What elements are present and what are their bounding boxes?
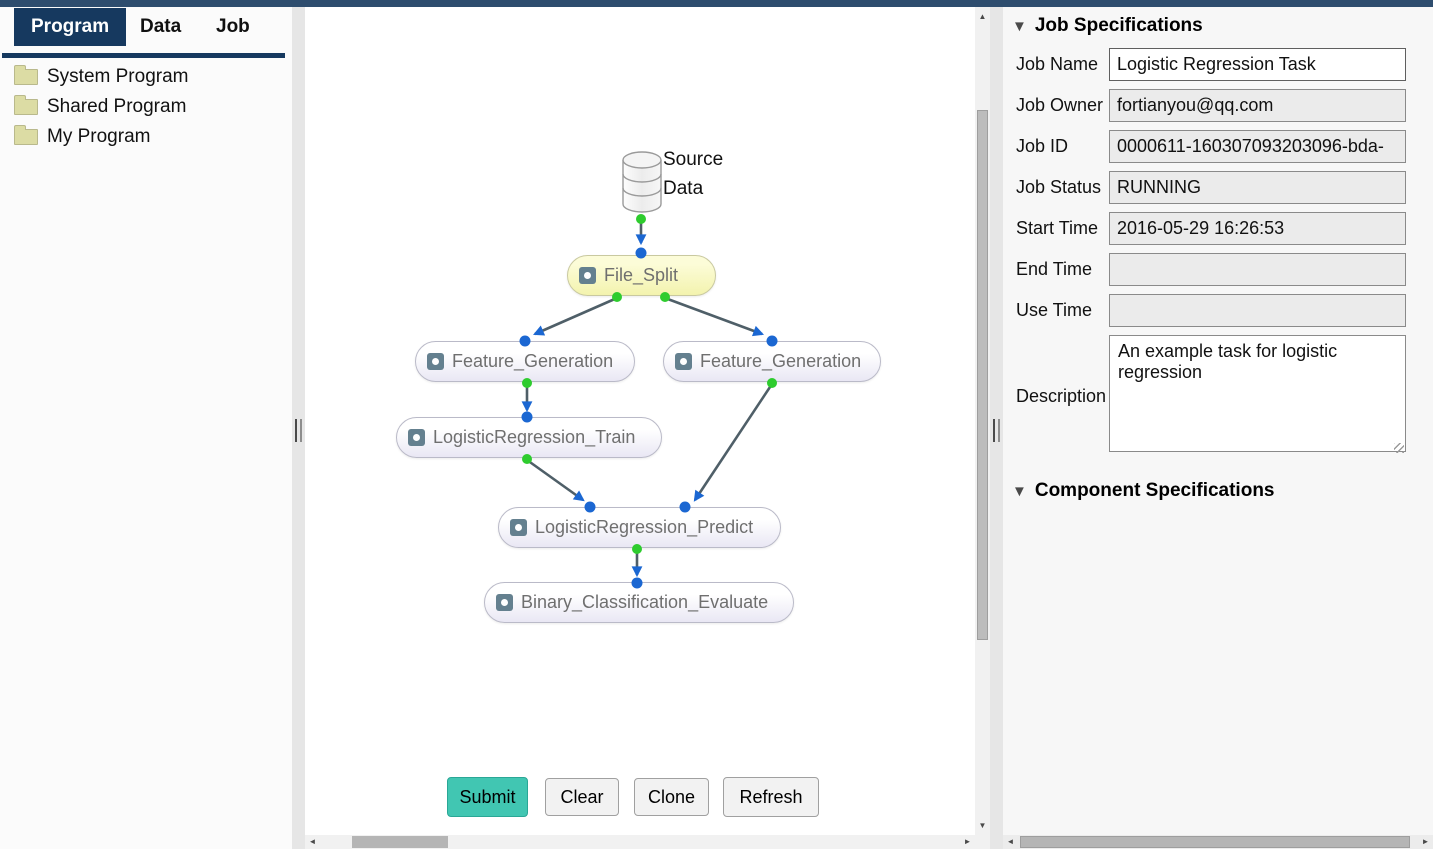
resize-handle-icon[interactable]: [1394, 443, 1404, 453]
folder-icon: [14, 125, 38, 145]
scroll-left-icon[interactable]: ◄: [1006, 837, 1015, 846]
job-id-row: Job ID: [1003, 130, 1433, 163]
tab-program[interactable]: Program: [14, 8, 127, 46]
sidebar-item-shared-program[interactable]: Shared Program: [14, 94, 186, 120]
edge: [526, 458, 585, 502]
job-specifications-header: ▼ Job Specifications: [1003, 13, 1433, 39]
tab-job[interactable]: Job: [216, 16, 250, 37]
job-specifications-panel: ▼ Job Specifications Job Name Job Owner …: [1003, 7, 1433, 835]
refresh-button[interactable]: Refresh: [723, 777, 819, 817]
horizontal-scrollbar-thumb[interactable]: [1020, 836, 1410, 848]
node-logistic-regression-predict[interactable]: LogisticRegression_Predict: [498, 507, 781, 548]
workflow-canvas[interactable]: Source Data File_Split Feature_Generatio…: [305, 7, 975, 835]
edge: [693, 383, 774, 502]
sidebar-item-my-program[interactable]: My Program: [14, 124, 150, 150]
sidebar-tabbar: Program Data Job: [0, 7, 292, 46]
start-time-label: Start Time: [1016, 218, 1099, 238]
component-icon: [579, 267, 596, 284]
component-icon: [408, 429, 425, 446]
vertical-scrollbar-thumb[interactable]: [977, 110, 988, 640]
use-time-label: Use Time: [1016, 300, 1093, 320]
horizontal-scrollbar-thumb[interactable]: [352, 836, 448, 848]
scroll-up-icon[interactable]: ▲: [978, 12, 987, 21]
component-icon: [496, 594, 513, 611]
edge: [664, 296, 765, 337]
canvas-vertical-scrollbar[interactable]: ▲ ▼: [975, 7, 990, 835]
job-owner-field: [1109, 89, 1406, 122]
node-logistic-regression-train[interactable]: LogisticRegression_Train: [396, 417, 662, 458]
folder-label: System Program: [47, 66, 189, 87]
node-label: LogisticRegression_Train: [433, 427, 636, 447]
scroll-right-icon[interactable]: ►: [963, 837, 972, 846]
collapse-triangle-icon[interactable]: ▼: [1012, 17, 1027, 35]
folder-icon: [14, 65, 38, 85]
tab-data[interactable]: Data: [140, 16, 182, 37]
top-navy-strip: [0, 0, 1433, 7]
node-binary-classification-evaluate[interactable]: Binary_Classification_Evaluate: [484, 582, 794, 623]
end-time-row: End Time: [1003, 253, 1433, 286]
section-title: Job Specifications: [1034, 15, 1203, 36]
submit-button[interactable]: Submit: [447, 777, 528, 817]
start-time-field: [1109, 212, 1406, 245]
section-title: Component Specifications: [1034, 480, 1275, 501]
end-time-label: End Time: [1016, 259, 1093, 279]
job-name-label: Job Name: [1016, 54, 1099, 74]
node-feature-generation-right[interactable]: Feature_Generation: [663, 341, 881, 382]
sidebar-item-system-program[interactable]: System Program: [14, 64, 188, 90]
node-label: Feature_Generation: [700, 351, 862, 371]
collapse-triangle-icon[interactable]: ▼: [1012, 482, 1027, 500]
scroll-down-icon[interactable]: ▼: [978, 821, 987, 830]
sidebar: Program Data Job System Program Shared P…: [0, 7, 292, 849]
panel-horizontal-scrollbar[interactable]: ◄ ►: [1003, 835, 1433, 849]
job-id-label: Job ID: [1016, 136, 1069, 156]
edge: [533, 296, 618, 336]
use-time-row: Use Time: [1003, 294, 1433, 327]
end-time-field: [1109, 253, 1406, 286]
job-status-row: Job Status: [1003, 171, 1433, 204]
node-file-split[interactable]: File_Split: [567, 255, 716, 296]
job-status-field: [1109, 171, 1406, 204]
description-textarea[interactable]: An example task for logistic regression: [1109, 335, 1406, 452]
folder-icon: [14, 95, 38, 115]
scroll-right-icon[interactable]: ►: [1421, 837, 1430, 846]
node-label: Binary_Classification_Evaluate: [521, 592, 769, 612]
folder-label: My Program: [47, 126, 151, 147]
splitter-grip-icon[interactable]: [993, 419, 1000, 442]
job-owner-label: Job Owner: [1016, 95, 1104, 115]
node-label: Feature_Generation: [452, 351, 614, 371]
component-icon: [427, 353, 444, 370]
canvas-horizontal-scrollbar[interactable]: ◄ ►: [305, 835, 975, 849]
job-id-field: [1109, 130, 1406, 163]
folder-label: Shared Program: [47, 96, 187, 117]
component-icon: [675, 353, 692, 370]
use-time-field: [1109, 294, 1406, 327]
job-name-input[interactable]: [1109, 48, 1406, 81]
source-data-label: Source Data: [663, 149, 724, 199]
component-specifications-header: ▼ Component Specifications: [1003, 478, 1433, 504]
description-label: Description: [1016, 385, 1107, 406]
job-status-label: Job Status: [1016, 177, 1102, 197]
right-splitter[interactable]: [990, 7, 1003, 849]
database-icon[interactable]: [620, 151, 664, 213]
clone-button[interactable]: Clone: [634, 778, 709, 816]
job-name-row: Job Name: [1003, 48, 1433, 81]
output-port[interactable]: [636, 214, 646, 224]
node-label: File_Split: [604, 265, 679, 285]
left-splitter[interactable]: [292, 7, 305, 849]
tabbar-underline: [2, 53, 285, 58]
start-time-row: Start Time: [1003, 212, 1433, 245]
node-feature-generation-left[interactable]: Feature_Generation: [415, 341, 635, 382]
scroll-left-icon[interactable]: ◄: [308, 837, 317, 846]
clear-button[interactable]: Clear: [545, 778, 619, 816]
node-label: LogisticRegression_Predict: [535, 517, 754, 537]
component-icon: [510, 519, 527, 536]
job-owner-row: Job Owner: [1003, 89, 1433, 122]
description-row: Description An example task for logistic…: [1003, 335, 1433, 457]
splitter-grip-icon[interactable]: [295, 419, 302, 442]
